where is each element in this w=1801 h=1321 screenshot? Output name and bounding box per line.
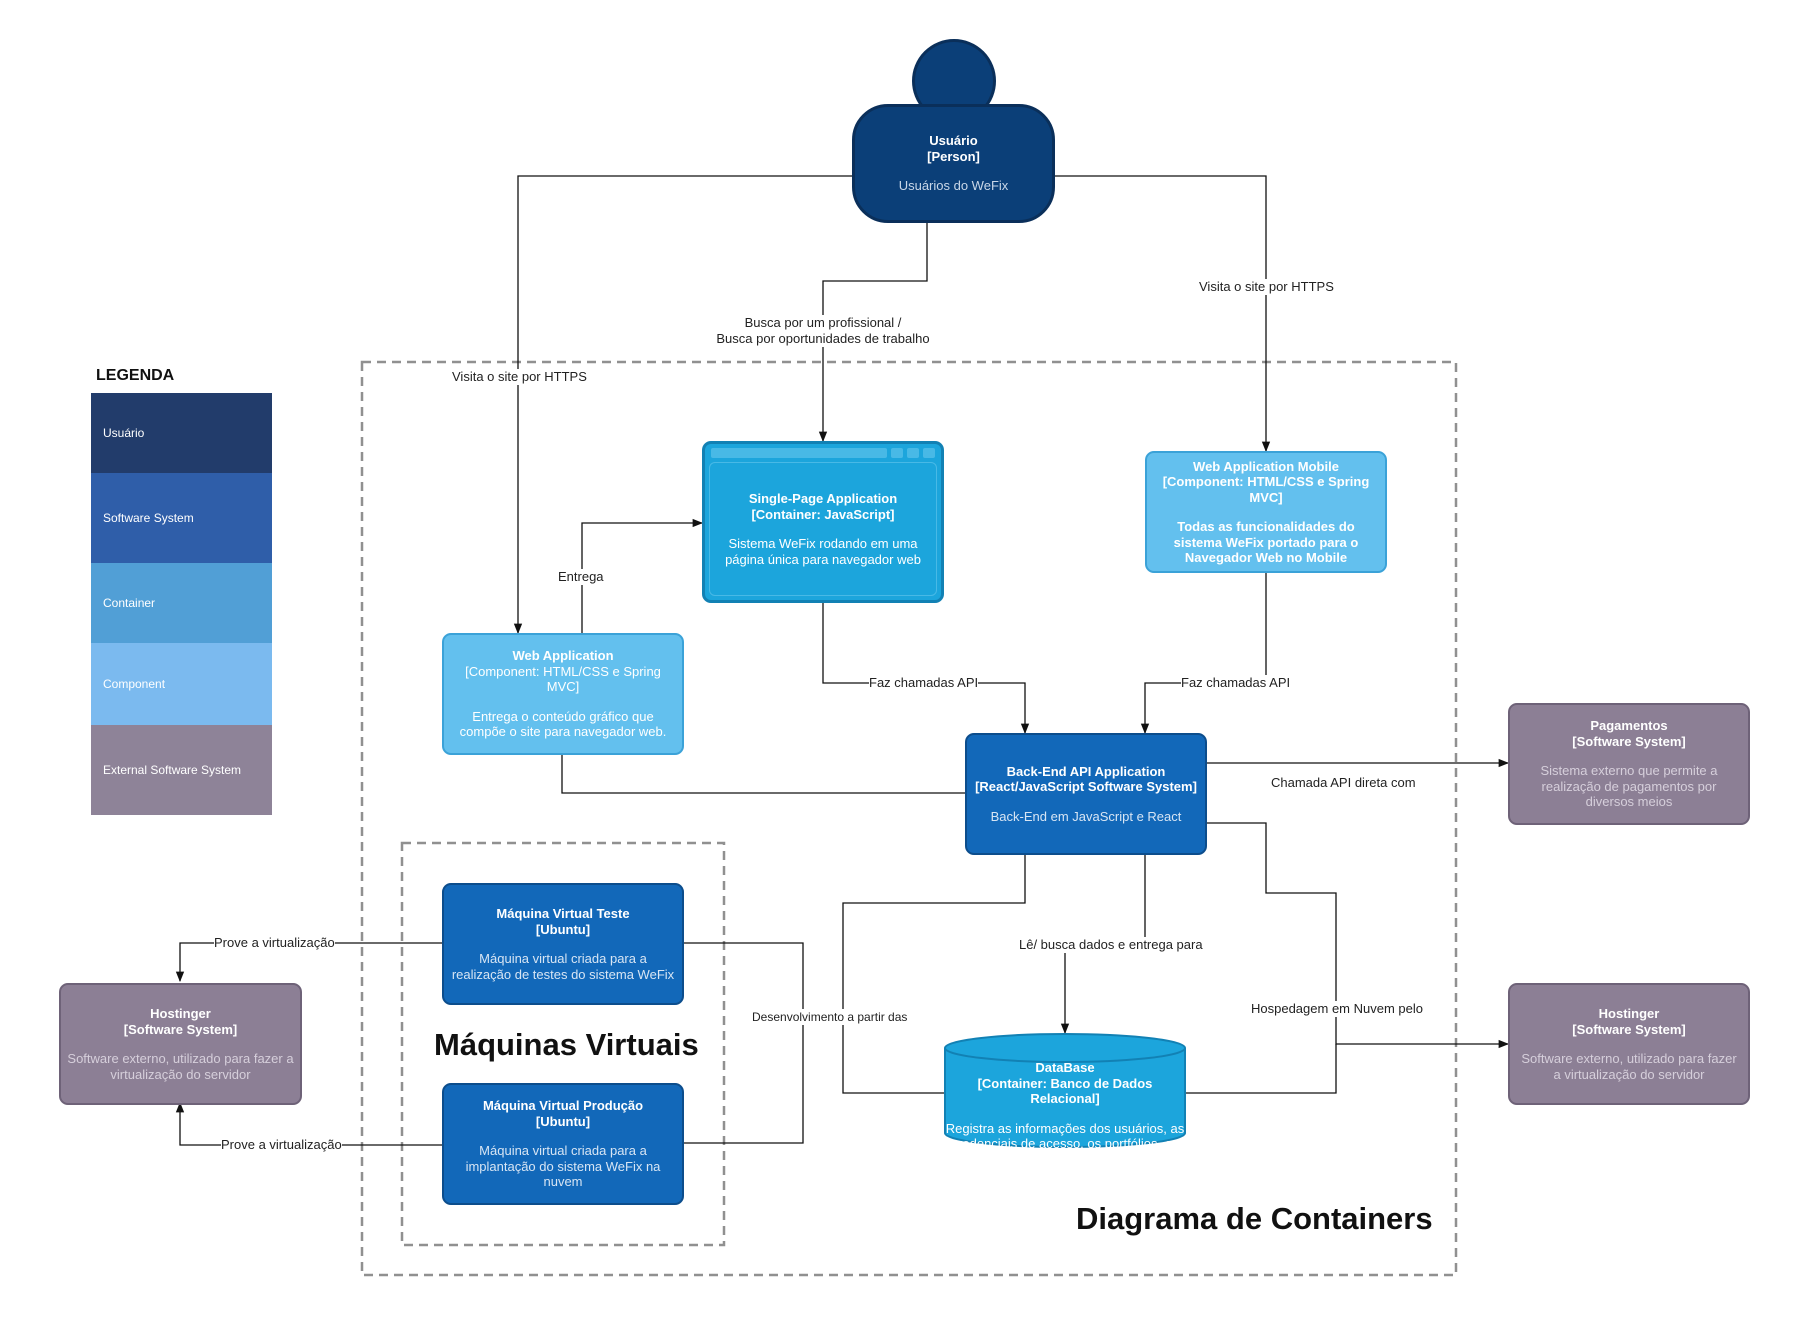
node-type: [Ubuntu]: [535, 1113, 591, 1129]
edge-label-prove-bottom: Prove a virtualização: [221, 1137, 342, 1153]
vm-boundary-title: Máquinas Virtuais: [434, 1027, 699, 1062]
node-vm-producao[interactable]: Máquina Virtual Produção [Ubuntu] Máquin…: [442, 1083, 684, 1205]
node-title: Pagamentos: [1590, 718, 1668, 734]
node-description: Sistema WeFix rodando em uma página únic…: [725, 536, 921, 567]
node-type: [Component: HTML/CSS e Spring MVC]: [1162, 474, 1370, 505]
edge-db-hostinger-right: [1185, 1044, 1337, 1094]
node-type: [React/JavaScript Software System]: [975, 779, 1197, 795]
node-description: Software externo, utilizado para fazer a…: [1521, 1051, 1737, 1082]
node-description: Usuários do WeFix: [898, 178, 1009, 194]
node-description: Software externo, utilizado para fazer a…: [67, 1051, 294, 1082]
edge-webapp-api: [561, 755, 965, 794]
edge-label-le-busca: Lê/ busca dados e entrega para: [1019, 937, 1203, 953]
node-title: Web Application Mobile: [1193, 458, 1339, 474]
node-type: [Person]: [927, 148, 980, 164]
node-type: [Ubuntu]: [535, 921, 591, 937]
edge-label-visita-left: Visita o site por HTTPS: [452, 369, 587, 385]
node-description: Back-End em JavaScript e React: [990, 808, 1182, 824]
edge-vm-test-dev: [682, 942, 804, 1144]
node-hostinger-left[interactable]: Hostinger [Software System] Software ext…: [59, 983, 302, 1105]
node-title: Usuário: [929, 133, 978, 149]
edge-label-faz-api-mobile: Faz chamadas API: [1181, 675, 1291, 691]
edge-api-hostinger-right: [1205, 822, 1510, 1049]
legend-item-label: Container: [103, 596, 156, 610]
legend-item-label: External Software System: [103, 763, 242, 777]
legend-item-usuario: Usuário: [91, 393, 272, 473]
edge-label-faz-api-spa: Faz chamadas API: [869, 675, 979, 691]
legend-item-container: Container: [91, 563, 272, 643]
edge-label-busca: Busca por um profissional / Busca por op…: [703, 315, 943, 347]
edge-label-prove-top: Prove a virtualização: [214, 935, 335, 951]
edge-api-vm: [842, 855, 1026, 1094]
edge-spa-api: [822, 603, 1030, 735]
node-type: [Component: HTML/CSS e Spring MVC]: [465, 663, 661, 695]
legend-item-label: Software System: [103, 511, 194, 525]
node-database[interactable]: DataBase [Container: Banco de Dados Rela…: [945, 1060, 1185, 1167]
node-title: DataBase: [1035, 1060, 1095, 1075]
node-vm-teste[interactable]: Máquina Virtual Teste [Ubuntu] Máquina v…: [442, 883, 684, 1005]
node-hostinger-right[interactable]: Hostinger [Software System] Software ext…: [1508, 983, 1750, 1105]
node-type: [Container: JavaScript]: [751, 506, 895, 522]
edge-label-entrega: Entrega: [558, 569, 604, 585]
node-type: [Software System]: [123, 1021, 238, 1037]
edge-user-mobile: [1054, 175, 1271, 453]
node-user[interactable]: Usuário [Person] Usuários do WeFix: [852, 104, 1055, 223]
edge-webapp-spa: [581, 518, 704, 633]
node-description: Entrega o conteúdo gráfico que compõe o …: [459, 708, 667, 740]
node-title: Máquina Virtual Teste: [496, 906, 630, 921]
edge-label-chamada-api: Chamada API direta com: [1271, 775, 1416, 791]
containers-boundary: [360, 360, 1458, 1277]
node-web-application-mobile[interactable]: Web Application Mobile [Component: HTML/…: [1145, 451, 1387, 573]
legend-item-component: Component: [91, 643, 272, 725]
edge-label-busca-line1: Busca por um profissional /: [744, 315, 902, 330]
node-single-page-application[interactable]: Single-Page Application [Container: Java…: [702, 441, 944, 603]
legend-item-label: Usuário: [103, 426, 145, 440]
edge-label-busca-line2: Busca por oportunidades de trabalho: [716, 331, 930, 346]
vm-boundary: [400, 841, 726, 1247]
node-description: Máquina virtual criada para a implantaçã…: [465, 1143, 661, 1190]
node-web-application[interactable]: Web Application [Component: HTML/CSS e S…: [442, 633, 684, 755]
node-title: Hostinger: [1598, 1006, 1660, 1021]
legend-item-label: Component: [103, 677, 166, 691]
node-description: Máquina virtual criada para a realização…: [451, 951, 675, 982]
edge-label-visita-right: Visita o site por HTTPS: [1199, 279, 1334, 295]
database-cylinder: [944, 1033, 1186, 1148]
node-description: Todas as funcionalidades do sistema WeFi…: [1173, 519, 1359, 565]
legend-item-software-system: Software System: [91, 473, 272, 563]
edge-vm-test-hostinger: [175, 942, 442, 983]
edge-user-spa: [818, 223, 928, 443]
edge-label-desenvolvimento: Desenvolvimento a partir das: [752, 1009, 908, 1025]
node-title: Máquina Virtual Produção: [482, 1098, 644, 1114]
browser-bar-icon: [711, 448, 935, 458]
node-pagamentos[interactable]: Pagamentos [Software System] Sistema ext…: [1508, 703, 1750, 825]
node-type: [Software System]: [1572, 733, 1686, 749]
node-type: [Container: Banco de Dados Relacional]: [977, 1075, 1153, 1107]
node-title: Single-Page Application: [748, 491, 898, 506]
edge-vm-prod-hostinger: [175, 1101, 442, 1146]
legend-item-external: External Software System: [91, 725, 272, 815]
edge-label-hospedagem: Hospedagem em Nuvem pelo: [1251, 1001, 1423, 1017]
node-title: Back-End API Application: [1006, 763, 1166, 779]
node-back-end-api[interactable]: Back-End API Application [React/JavaScri…: [965, 733, 1207, 855]
edge-user-webapp: [513, 175, 852, 635]
containers-boundary-title: Diagrama de Containers: [1076, 1201, 1433, 1236]
node-title: Hostinger: [150, 1006, 211, 1021]
node-title: Web Application: [512, 648, 614, 664]
edge-mobile-api: [1140, 573, 1267, 735]
node-description: Sistema externo que permite a realização…: [1540, 763, 1718, 810]
legend-title: LEGENDA: [96, 367, 175, 384]
node-type: [Software System]: [1572, 1021, 1686, 1037]
node-description: Registra as informações dos usuários, as…: [945, 1120, 1185, 1167]
